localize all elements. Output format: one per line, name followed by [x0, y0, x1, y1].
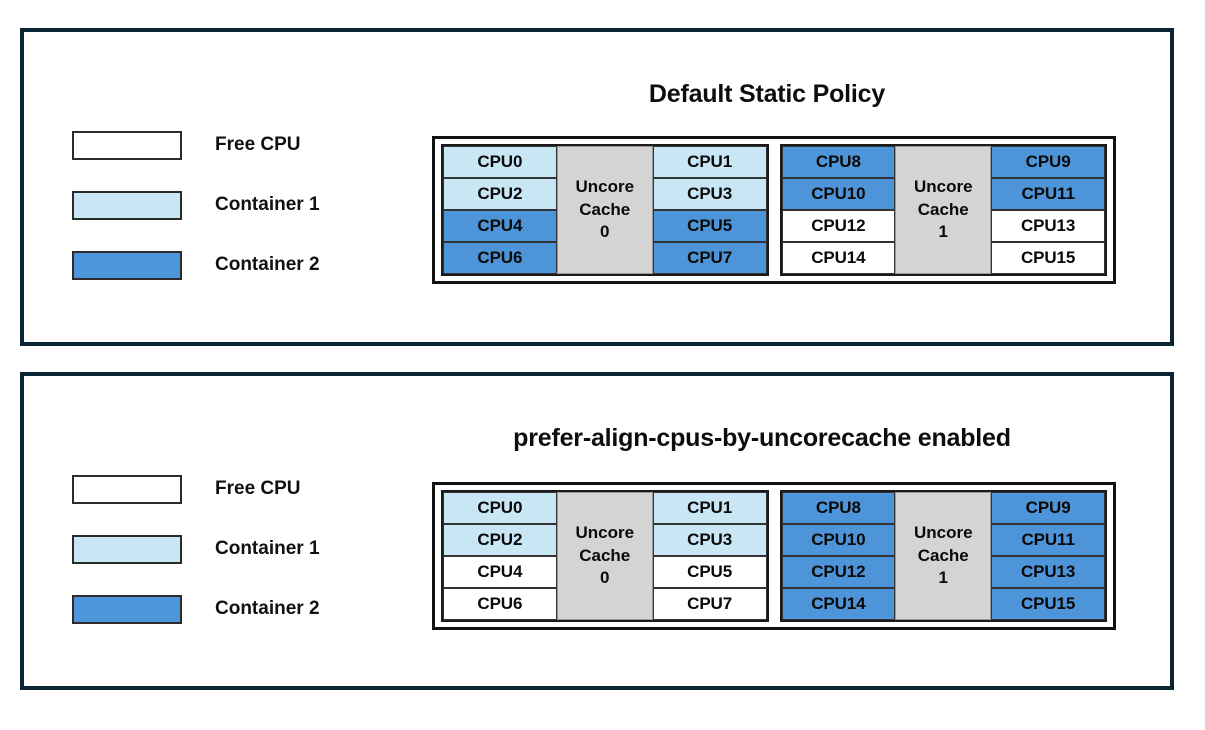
- panel-prefer-align-cpus-by-uncorecache: prefer-align-cpus-by-uncorecache enabled…: [20, 372, 1174, 690]
- cpu-cell: CPU10: [781, 178, 896, 210]
- uncore-cache-label-line-1: Uncore: [575, 522, 635, 542]
- cpu-column-left-cache-0: CPU0 CPU2 CPU4 CPU6: [443, 146, 557, 274]
- cache-group-1: CPU8 CPU10 CPU12 CPU14 Uncore Cache 1 CP…: [779, 144, 1107, 276]
- cpu-cell: CPU4: [443, 556, 557, 588]
- cpu-cell: CPU10: [781, 524, 896, 556]
- page-title: Default Static Policy: [648, 80, 886, 108]
- uncore-cache-block-0: Uncore Cache 0: [556, 492, 653, 620]
- legend-label-free-cpu: Free CPU: [215, 134, 301, 155]
- cpu-cell: CPU8: [781, 492, 896, 524]
- uncore-cache-label-line-2: Cache: [579, 545, 631, 565]
- cpu-cell: CPU5: [652, 210, 767, 242]
- legend-item-container-1: Container 1: [72, 190, 320, 220]
- cpu-cell: CPU2: [443, 524, 557, 556]
- uncore-cache-index: 0: [600, 222, 610, 242]
- cpu-cell: CPU0: [443, 146, 557, 178]
- cpu-column-left-cache-1: CPU8 CPU10 CPU12 CPU14: [781, 146, 896, 274]
- legend-item-container-2: Container 2: [72, 594, 320, 624]
- legend-item-free-cpu: Free CPU: [72, 130, 320, 160]
- uncore-cache-label-line-1: Uncore: [913, 522, 973, 542]
- legend-label-container-2: Container 2: [215, 254, 320, 275]
- uncore-cache-label-line-1: Uncore: [913, 176, 973, 196]
- cpu-column-right-cache-1: CPU9 CPU11 CPU13 CPU15: [991, 146, 1105, 274]
- legend-swatch-free-cpu: [72, 130, 182, 160]
- cpu-cell: CPU14: [781, 242, 896, 274]
- uncore-cache-label-line-1: Uncore: [575, 176, 635, 196]
- legend-label-container-1: Container 1: [215, 538, 320, 559]
- cache-group-0: CPU0 CPU2 CPU4 CPU6 Uncore Cache 0 CPU1 …: [441, 490, 769, 622]
- cpu-cell: CPU7: [652, 588, 767, 620]
- uncore-cache-label-line-2: Cache: [917, 545, 969, 565]
- cpu-column-left-cache-1: CPU8 CPU10 CPU12 CPU14: [781, 492, 896, 620]
- cache-group-0: CPU0 CPU2 CPU4 CPU6 Uncore Cache 0 CPU1 …: [441, 144, 769, 276]
- cpu-cell: CPU8: [781, 146, 896, 178]
- legend-swatch-container-1: [72, 534, 182, 564]
- uncore-cache-block-1: Uncore Cache 1: [895, 146, 992, 274]
- cpu-cell: CPU5: [652, 556, 767, 588]
- panel-default-static-policy: Default Static Policy Free CPU Container…: [20, 28, 1174, 346]
- cpu-cell: CPU13: [991, 556, 1105, 588]
- legend-label-free-cpu: Free CPU: [215, 478, 301, 499]
- cpu-cell: CPU7: [652, 242, 767, 274]
- cpu-cell: CPU1: [652, 492, 767, 524]
- legend-item-container-2: Container 2: [72, 250, 320, 280]
- legend-swatch-container-2: [72, 250, 182, 280]
- uncore-cache-index: 0: [600, 568, 610, 588]
- legend-swatch-free-cpu: [72, 474, 182, 504]
- cpu-cell: CPU0: [443, 492, 557, 524]
- legend-prefer-align-cpus-by-uncorecache: Free CPU Container 1 Container 2: [72, 474, 320, 654]
- cpu-cell: CPU15: [991, 242, 1105, 274]
- cpu-column-right-cache-0: CPU1 CPU3 CPU5 CPU7: [652, 492, 767, 620]
- uncore-cache-index: 1: [938, 222, 948, 242]
- cpu-cell: CPU1: [652, 146, 767, 178]
- cpu-cell: CPU14: [781, 588, 896, 620]
- cpu-cell: CPU6: [443, 242, 557, 274]
- legend-default-static-policy: Free CPU Container 1 Container 2: [72, 130, 320, 310]
- cpu-column-left-cache-0: CPU0 CPU2 CPU4 CPU6: [443, 492, 557, 620]
- legend-label-container-1: Container 1: [215, 194, 320, 215]
- cache-group-1: CPU8 CPU10 CPU12 CPU14 Uncore Cache 1 CP…: [779, 490, 1107, 622]
- cpu-cell: CPU13: [991, 210, 1105, 242]
- cpu-cell: CPU3: [652, 178, 767, 210]
- cpu-cell: CPU15: [991, 588, 1105, 620]
- uncore-cache-block-0: Uncore Cache 0: [556, 146, 653, 274]
- legend-item-free-cpu: Free CPU: [72, 474, 320, 504]
- legend-label-container-2: Container 2: [215, 598, 320, 619]
- legend-swatch-container-1: [72, 190, 182, 220]
- uncore-cache-label-line-2: Cache: [917, 199, 969, 219]
- cpu-column-right-cache-0: CPU1 CPU3 CPU5 CPU7: [652, 146, 767, 274]
- cpu-cell: CPU9: [991, 492, 1105, 524]
- page-title: prefer-align-cpus-by-uncorecache enabled: [513, 424, 1011, 452]
- cpu-cell: CPU9: [991, 146, 1105, 178]
- legend-swatch-container-2: [72, 594, 182, 624]
- cpu-column-right-cache-1: CPU9 CPU11 CPU13 CPU15: [991, 492, 1105, 620]
- legend-item-container-1: Container 1: [72, 534, 320, 564]
- cpu-cell: CPU12: [781, 556, 896, 588]
- cpu-cell: CPU11: [991, 178, 1105, 210]
- uncore-cache-index: 1: [938, 568, 948, 588]
- uncore-cache-block-1: Uncore Cache 1: [895, 492, 992, 620]
- cpu-cell: CPU11: [991, 524, 1105, 556]
- cpu-cell: CPU3: [652, 524, 767, 556]
- cpu-cell: CPU2: [443, 178, 557, 210]
- uncore-cache-label-line-2: Cache: [579, 199, 631, 219]
- cpu-cell: CPU4: [443, 210, 557, 242]
- cpu-cell: CPU12: [781, 210, 896, 242]
- cpu-topology-diagram: CPU0 CPU2 CPU4 CPU6 Uncore Cache 0 CPU1 …: [432, 136, 1116, 284]
- cpu-topology-diagram: CPU0 CPU2 CPU4 CPU6 Uncore Cache 0 CPU1 …: [432, 482, 1116, 630]
- cpu-cell: CPU6: [443, 588, 557, 620]
